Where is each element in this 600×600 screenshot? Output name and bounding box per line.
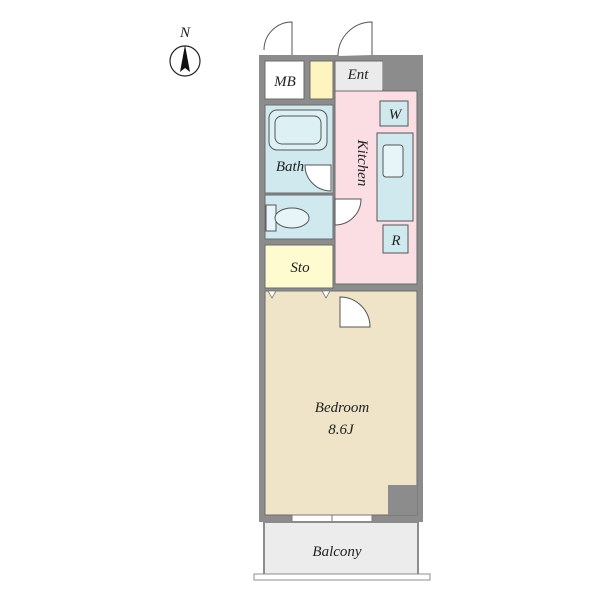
mb-door-swing: [263, 21, 293, 55]
pillar: [388, 485, 417, 515]
room-label-r: R: [390, 233, 400, 249]
closet-door-marker: [321, 290, 331, 299]
toilet-icon: [274, 207, 310, 229]
room-label-balcony: Balcony: [312, 544, 361, 560]
entrance-door-swing: [337, 21, 373, 57]
room-label-mb: MB: [273, 74, 296, 90]
right-pillar: [383, 55, 417, 89]
bedroom-door-swing: [339, 296, 371, 328]
balcony-slab: [253, 573, 431, 581]
meter-box-room: [264, 60, 305, 100]
toilet-door-swing: [334, 198, 362, 226]
closet-door-marker: [267, 290, 277, 299]
fridge-space: [382, 224, 409, 254]
bath-door-swing: [304, 164, 332, 192]
room-label-w: W: [389, 107, 403, 123]
room-label-bath: Bath: [276, 159, 304, 175]
compass-north-arrow-icon: [180, 45, 190, 72]
compass-north-label: N: [179, 25, 191, 41]
room-label-ent: Ent: [347, 67, 370, 83]
room-size-bedroom: 8.6J: [328, 422, 355, 438]
room-label-sto: Sto: [290, 260, 310, 276]
balcony-floor: [263, 521, 419, 577]
room-label-kitchen: Kitchen: [354, 139, 370, 187]
kitchen-sink-icon: [382, 144, 404, 178]
room-label-bedroom: Bedroom: [315, 400, 370, 416]
compass: N: [169, 25, 201, 77]
storage-closet: [264, 244, 334, 289]
washer-space: [379, 100, 409, 127]
shoe-cabinet: [309, 60, 334, 100]
bedroom-floor: [264, 290, 418, 516]
bathtub-inner: [274, 115, 322, 145]
bathtub-icon: [268, 109, 328, 151]
